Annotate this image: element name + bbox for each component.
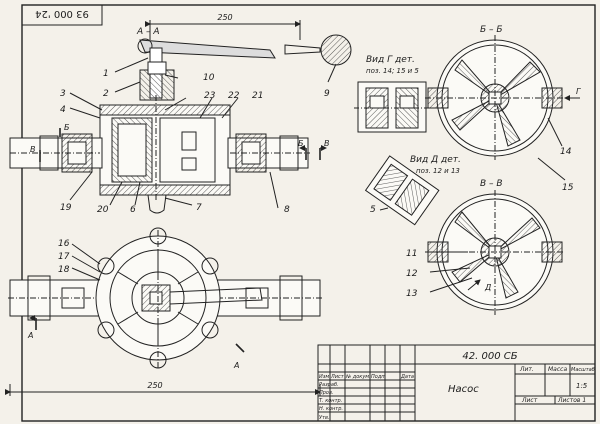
cut-mark-d: Д (484, 283, 491, 292)
pos-23: 23 (204, 91, 216, 101)
pos-3: 3 (60, 89, 66, 99)
cut-mark-b-top: Б (298, 139, 304, 148)
pos-22: 22 (228, 91, 240, 101)
pos-16: 16 (58, 239, 70, 249)
section-bb-view (425, 35, 580, 181)
title-h-date: Дата (400, 374, 414, 380)
pos-19: 19 (60, 203, 72, 213)
title-h-izm: Изм (319, 374, 329, 380)
pos-7: 7 (196, 203, 202, 213)
cut-mark-b-left: Б (64, 123, 70, 132)
pos-17: 17 (58, 252, 70, 262)
pos-21: 21 (252, 91, 263, 101)
title-h-sign: Подп. (371, 374, 386, 380)
view-g-title: Вид Г дет. (366, 55, 415, 65)
cut-mark-a-right: А (233, 361, 239, 370)
stamp-code: 93 000 '24 (35, 8, 89, 19)
section-bb-label: Б – Б (480, 25, 503, 35)
title-r-utv: Утв. (319, 415, 330, 421)
dimension-bottom: 250 (147, 381, 162, 390)
stamp-box: 93 000 '24 (21, 4, 103, 26)
title-col-mass: Масса (548, 366, 567, 373)
title-r-nkontr: Н. контр. (319, 406, 343, 412)
view-g-subtitle: поз. 14; 15 и 5 (366, 67, 419, 75)
cut-mark-a-left: А (27, 331, 33, 340)
section-aa-label: А – А (136, 27, 160, 37)
pos-1: 1 (103, 69, 109, 79)
drawing-frame (21, 4, 596, 422)
title-h-doc: № докум. (345, 374, 371, 380)
title-h-list: Лист (330, 374, 345, 380)
title-sheets: Листов 1 (557, 397, 586, 404)
pos-20: 20 (97, 205, 109, 215)
pos-10: 10 (203, 73, 215, 83)
pos-8: 8 (284, 205, 290, 215)
section-vv-view (425, 190, 565, 315)
pos-18: 18 (58, 265, 70, 275)
cut-mark-v-top: В (324, 139, 330, 148)
dimension-top: 250 (217, 13, 232, 22)
pos-14: 14 (560, 147, 572, 157)
view-d-subtitle: поз. 12 и 13 (416, 167, 460, 175)
title-col-lit: Лит. (519, 366, 534, 373)
pos-5: 5 (370, 205, 376, 215)
title-r-razrab: Разраб. (319, 382, 339, 388)
section-aa-view (9, 20, 352, 214)
title-sheet: Лист (521, 397, 538, 404)
view-g-detail (354, 81, 430, 133)
title-col-scale: Масштаб (571, 367, 595, 373)
plan-view (5, 227, 322, 396)
cut-mark-v-left: В (30, 145, 36, 154)
pos-9: 9 (324, 89, 330, 99)
title-scale: 1:5 (576, 382, 588, 390)
pos-2: 2 (103, 89, 109, 99)
title-name: Насос (448, 384, 479, 395)
pos-13: 13 (406, 289, 418, 299)
pos-11: 11 (406, 249, 417, 259)
pos-6: 6 (130, 205, 136, 215)
view-d-title: Вид Д дет. (410, 155, 461, 165)
title-r-tkontr: Т. контр. (319, 398, 342, 404)
view-d-detail (364, 155, 440, 226)
pos-4: 4 (60, 105, 66, 115)
title-doc-code: 42. 000 СБ (462, 351, 517, 362)
title-block (317, 344, 596, 422)
cut-mark-g: Г (576, 87, 581, 96)
pos-12: 12 (406, 269, 418, 279)
pos-15: 15 (562, 183, 574, 193)
handwheel-knob (320, 34, 352, 66)
title-r-prov: Пров. (319, 390, 334, 396)
section-vv-label: В – В (480, 179, 503, 189)
